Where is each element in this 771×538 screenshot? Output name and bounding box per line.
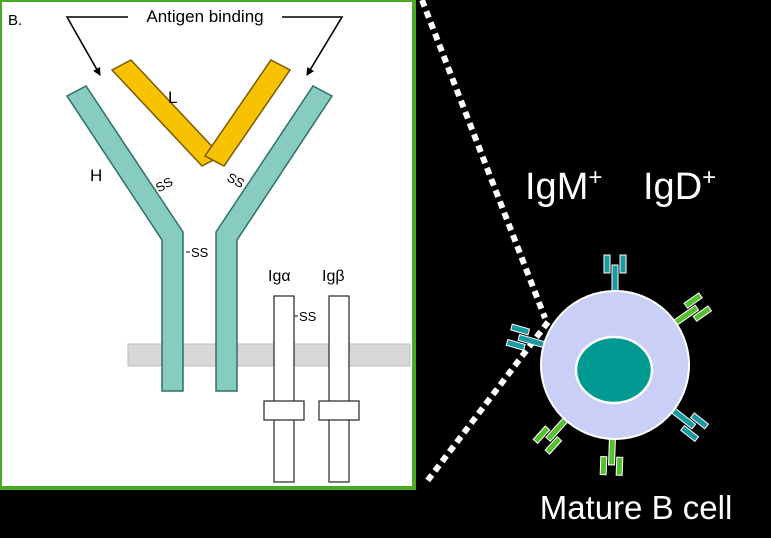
antigen-binding-label: Antigen binding (146, 7, 263, 26)
ig-beta-label: Igβ (322, 268, 345, 285)
green-y-receptor-icon (532, 414, 572, 455)
disulfide-label-hinge: SS (191, 245, 209, 260)
antigen-arrow-right (282, 16, 344, 76)
panel-border (0, 0, 416, 490)
heavy-chain-right (215, 85, 334, 392)
cell-nucleus (574, 335, 654, 405)
teal-y-receptor-icon (603, 254, 627, 296)
green-y-receptor-icon (599, 434, 624, 476)
mature-b-cell-label: Mature B cell (540, 489, 733, 526)
ig-alpha-label: Igα (268, 268, 291, 285)
teal-y-receptor-icon (667, 405, 710, 443)
surface-receptors (505, 254, 713, 476)
mature-b-cell-panel: IgM+ IgD+ Mature B cell (419, 0, 733, 526)
divider-dotted-line-lower (422, 320, 551, 486)
light-chain-right (203, 59, 292, 167)
ig-alpha-chain (263, 295, 305, 483)
bcr-structure-panel: B. Antigen binding L H SS SS SS SS Igα I… (0, 0, 416, 490)
ig-beta-chain (318, 295, 360, 483)
teal-y-receptor-icon (505, 323, 550, 351)
disulfide-label-left: SS (153, 174, 176, 196)
heavy-chain-label: H (90, 166, 102, 185)
divider-dotted-line-upper (419, 0, 548, 320)
igd-label: IgD+ (643, 164, 716, 208)
light-chain-label: L (168, 88, 177, 107)
panel-letter: B. (8, 12, 22, 29)
disulfide-label-right: SS (225, 170, 248, 192)
heavy-chain-left (65, 85, 184, 392)
igm-label: IgM+ (525, 164, 602, 208)
disulfide-label-ig: SS (299, 309, 317, 324)
antigen-arrow-left (65, 16, 128, 76)
